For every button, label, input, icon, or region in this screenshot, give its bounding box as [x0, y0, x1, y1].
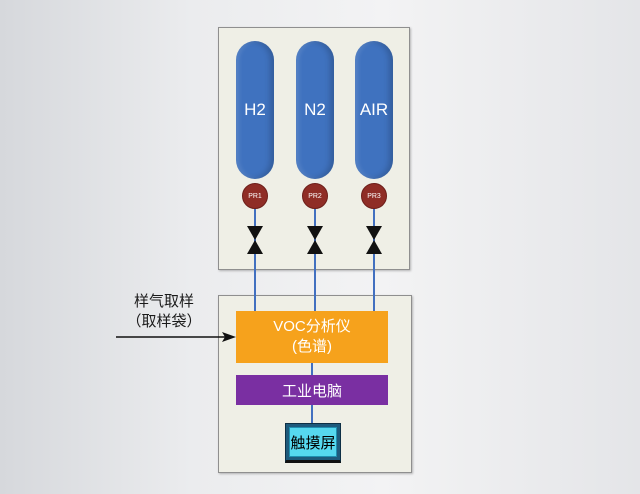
pipe-h2: [254, 207, 256, 311]
touchscreen-display: 触摸屏: [289, 427, 337, 457]
voc-analyzer-subtitle: (色谱): [292, 338, 332, 355]
pressure-gauge-pr3: PR3: [361, 183, 387, 209]
cylinder-h2-label: H2: [244, 100, 266, 119]
pipe-n2: [314, 207, 316, 311]
voc-analyzer-title: VOC分析仪: [273, 318, 351, 335]
valve-air-icon: [366, 226, 382, 254]
cylinder-air-label: AIR: [359, 100, 389, 119]
voc-analyzer-box: VOC分析仪 (色谱): [236, 311, 388, 363]
gauge-pr2-label: PR2: [308, 192, 322, 200]
cylinder-n2-label: N2: [304, 100, 326, 119]
cylinder-air: AIR: [355, 41, 393, 179]
pipe-voc-to-pc: [311, 363, 313, 375]
touchscreen-monitor: 触摸屏: [285, 423, 341, 463]
pressure-gauge-pr1: PR1: [242, 183, 268, 209]
sample-input-title: 样气取样: [133, 293, 194, 310]
sample-input-subtitle: （取样袋）: [126, 313, 202, 330]
cylinder-n2: N2: [296, 41, 334, 179]
industrial-pc-box: 工业电脑: [236, 375, 388, 405]
valve-n2-icon: [307, 226, 323, 254]
pressure-gauge-pr2: PR2: [302, 183, 328, 209]
valve-h2-icon: [247, 226, 263, 254]
sample-input-arrow-icon: [116, 332, 236, 342]
gauge-pr3-label: PR3: [367, 192, 381, 200]
gauge-pr1-label: PR1: [248, 192, 262, 200]
pipe-air: [373, 207, 375, 311]
cylinder-h2: H2: [236, 41, 274, 179]
pipe-pc-to-touch: [311, 405, 313, 423]
touchscreen-label: 触摸屏: [290, 434, 336, 452]
sample-input-label: 样气取样 （取样袋）: [112, 292, 216, 332]
industrial-pc-label: 工业电脑: [281, 382, 342, 400]
